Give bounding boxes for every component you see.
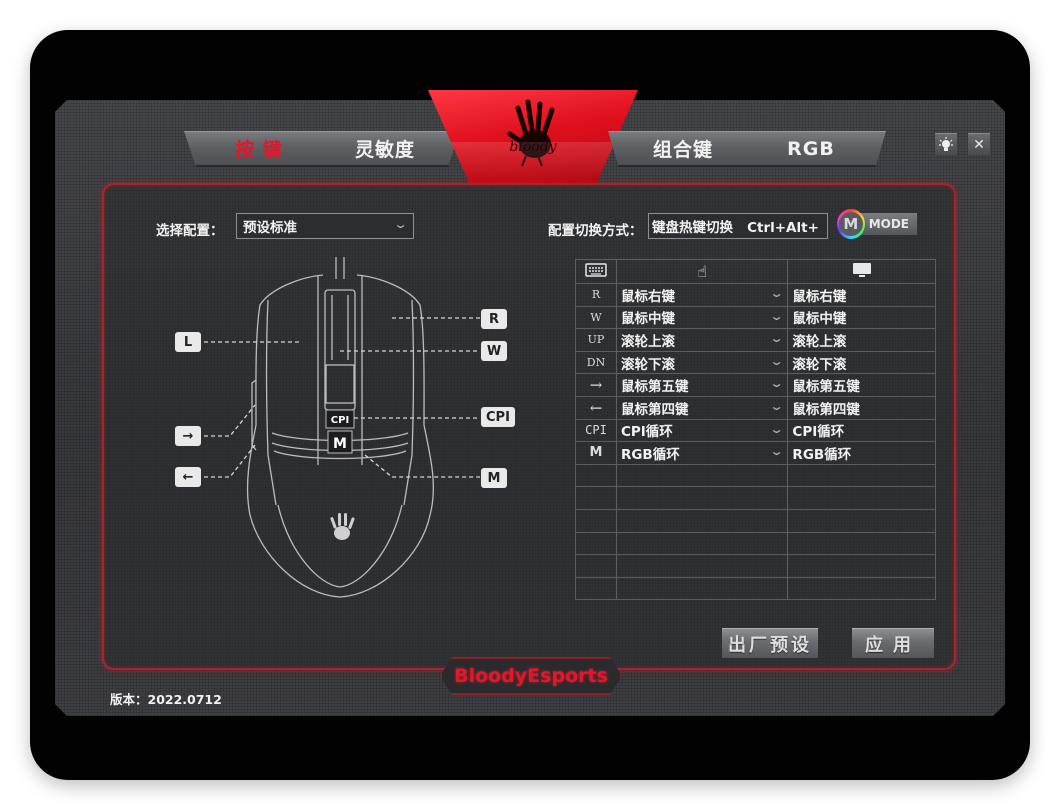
callout-left-button[interactable]: L (175, 332, 201, 352)
config-select[interactable]: 预设标准 ⌄ (236, 213, 414, 239)
chevron-down-icon: ⌄ (769, 399, 785, 413)
assign-dropdown[interactable]: 滚轮下滚 ⌄ (615, 350, 789, 375)
mode-letter: M (838, 212, 863, 236)
assign-dropdown[interactable]: 鼠标中键 ⌄ (615, 305, 789, 330)
close-button[interactable]: ✕ (968, 133, 990, 155)
svg-text:CPI: CPI (331, 415, 349, 426)
chevron-down-icon: ⌄ (393, 218, 408, 231)
assign-value: RGB循环 (620, 446, 680, 463)
select-config-label: 选择配置： (156, 223, 224, 239)
assign-value: 滚轮上滚 (620, 333, 675, 350)
tab-rgb[interactable]: RGB (736, 131, 886, 167)
table-row: CPI CPI循环⌄ CPI循环 (575, 418, 936, 443)
empty-row (575, 486, 936, 510)
key-label: → (575, 373, 617, 397)
assign-dropdown[interactable]: 鼠标右键 ⌄ (615, 283, 789, 307)
empty-row (575, 508, 936, 533)
callout-forward-button[interactable]: → (175, 426, 201, 446)
table-row: ← 鼠标第四键⌄ 鼠标第四键 (575, 395, 936, 420)
chevron-down-icon: ⌄ (769, 287, 785, 300)
empty-row (575, 531, 936, 556)
empty-row (575, 576, 936, 601)
monitor-icon (787, 259, 936, 284)
assign-value: 鼠标中键 (620, 311, 675, 328)
close-icon: ✕ (973, 136, 985, 153)
light-bulb-button[interactable] (935, 133, 957, 155)
result-value: RGB循环 (787, 441, 936, 465)
result-value: 滚轮上滚 (787, 328, 936, 352)
config-select-value: 预设标准 (243, 220, 297, 236)
callout-back-button[interactable]: ← (175, 467, 201, 487)
chevron-down-icon: ⌄ (769, 377, 785, 391)
assign-dropdown[interactable]: RGB循环 ⌄ (615, 441, 789, 465)
key-label: R (575, 283, 617, 307)
key-label: W (575, 305, 617, 330)
result-value: 鼠标中键 (787, 305, 936, 330)
key-label: ← (575, 395, 617, 420)
table-row: M RGB循环⌄ RGB循环 (575, 441, 936, 465)
pointer-hand-icon: ☝ (615, 259, 789, 284)
table-row: UP 滚轮上滚⌄ 滚轮上滚 (575, 328, 936, 352)
rgb-ring-icon: M (837, 209, 865, 239)
tab-buttons[interactable]: 按 键 (184, 131, 334, 167)
key-label: M (575, 441, 617, 465)
assign-dropdown[interactable]: 鼠标第四键 ⌄ (615, 395, 789, 420)
tab-sensitivity[interactable]: 灵敏度 (310, 131, 460, 167)
chevron-down-icon: ⌄ (769, 332, 785, 346)
assign-value: 滚轮下滚 (620, 356, 675, 373)
chevron-down-icon: ⌄ (769, 354, 785, 368)
key-mapping-table: ☝ R 鼠标右键⌄ 鼠标右键 W 鼠标中键⌄ 鼠标中键 UP 滚轮上滚⌄ 滚轮上… (575, 259, 936, 601)
assign-value: 鼠标第四键 (620, 401, 689, 418)
result-value: CPI循环 (787, 418, 936, 443)
result-value: 鼠标右键 (787, 283, 936, 307)
key-label: CPI (575, 418, 617, 443)
mode-button[interactable]: M MODE (837, 208, 917, 240)
table-row: R 鼠标右键⌄ 鼠标右键 (575, 283, 936, 307)
result-value: 滚轮下滚 (787, 350, 936, 375)
keyboard-icon (575, 259, 617, 284)
mode-label: MODE (858, 213, 917, 235)
hand-logo-icon (507, 99, 555, 167)
result-value: 鼠标第四键 (787, 395, 936, 420)
brand-plate: BloodyEsports (440, 657, 622, 695)
assign-dropdown[interactable]: CPI循环 ⌄ (615, 418, 789, 443)
switch-method-value: 键盘热键切换 Ctrl+Alt+ (652, 220, 819, 236)
assign-dropdown[interactable]: 滚轮上滚 ⌄ (615, 328, 789, 352)
assign-value: CPI循环 (620, 424, 673, 441)
callout-cpi-button[interactable]: CPI (481, 407, 515, 427)
empty-row (575, 554, 936, 578)
apply-button[interactable]: 应用 (852, 628, 934, 658)
factory-reset-button[interactable]: 出厂预设 (722, 628, 818, 658)
switch-method-label: 配置切换方式： (548, 223, 643, 239)
key-label: UP (575, 328, 617, 352)
key-label: DN (575, 350, 617, 375)
table-row: W 鼠标中键⌄ 鼠标中键 (575, 305, 936, 330)
assign-dropdown[interactable]: 鼠标第五键 ⌄ (615, 373, 789, 397)
chevron-down-icon: ⌄ (769, 445, 785, 459)
svg-text:M: M (333, 436, 347, 452)
assign-value: 鼠标右键 (620, 288, 675, 305)
table-row: → 鼠标第五键⌄ 鼠标第五键 (575, 373, 936, 397)
empty-row (575, 463, 936, 488)
chevron-down-icon: ⌄ (769, 422, 785, 436)
version-label: 版本：2022.0712 (110, 692, 222, 707)
table-row: DN 滚轮下滚⌄ 滚轮下滚 (575, 350, 936, 375)
mouse-diagram: CPI M (204, 257, 480, 598)
callout-mode-button[interactable]: M (481, 468, 507, 488)
logo-text: bloody (509, 138, 557, 155)
table-header: ☝ (575, 259, 936, 284)
chevron-down-icon: ⌄ (769, 309, 785, 323)
result-value: 鼠标第五键 (787, 373, 936, 397)
callout-right-button[interactable]: R (481, 309, 507, 329)
tab-combo-keys[interactable]: 组合键 (608, 131, 758, 167)
assign-value: 鼠标第五键 (620, 379, 689, 396)
light-bulb-icon (939, 136, 953, 151)
callout-wheel-button[interactable]: W (481, 341, 507, 361)
switch-method-input[interactable]: 键盘热键切换 Ctrl+Alt+ (648, 213, 828, 239)
